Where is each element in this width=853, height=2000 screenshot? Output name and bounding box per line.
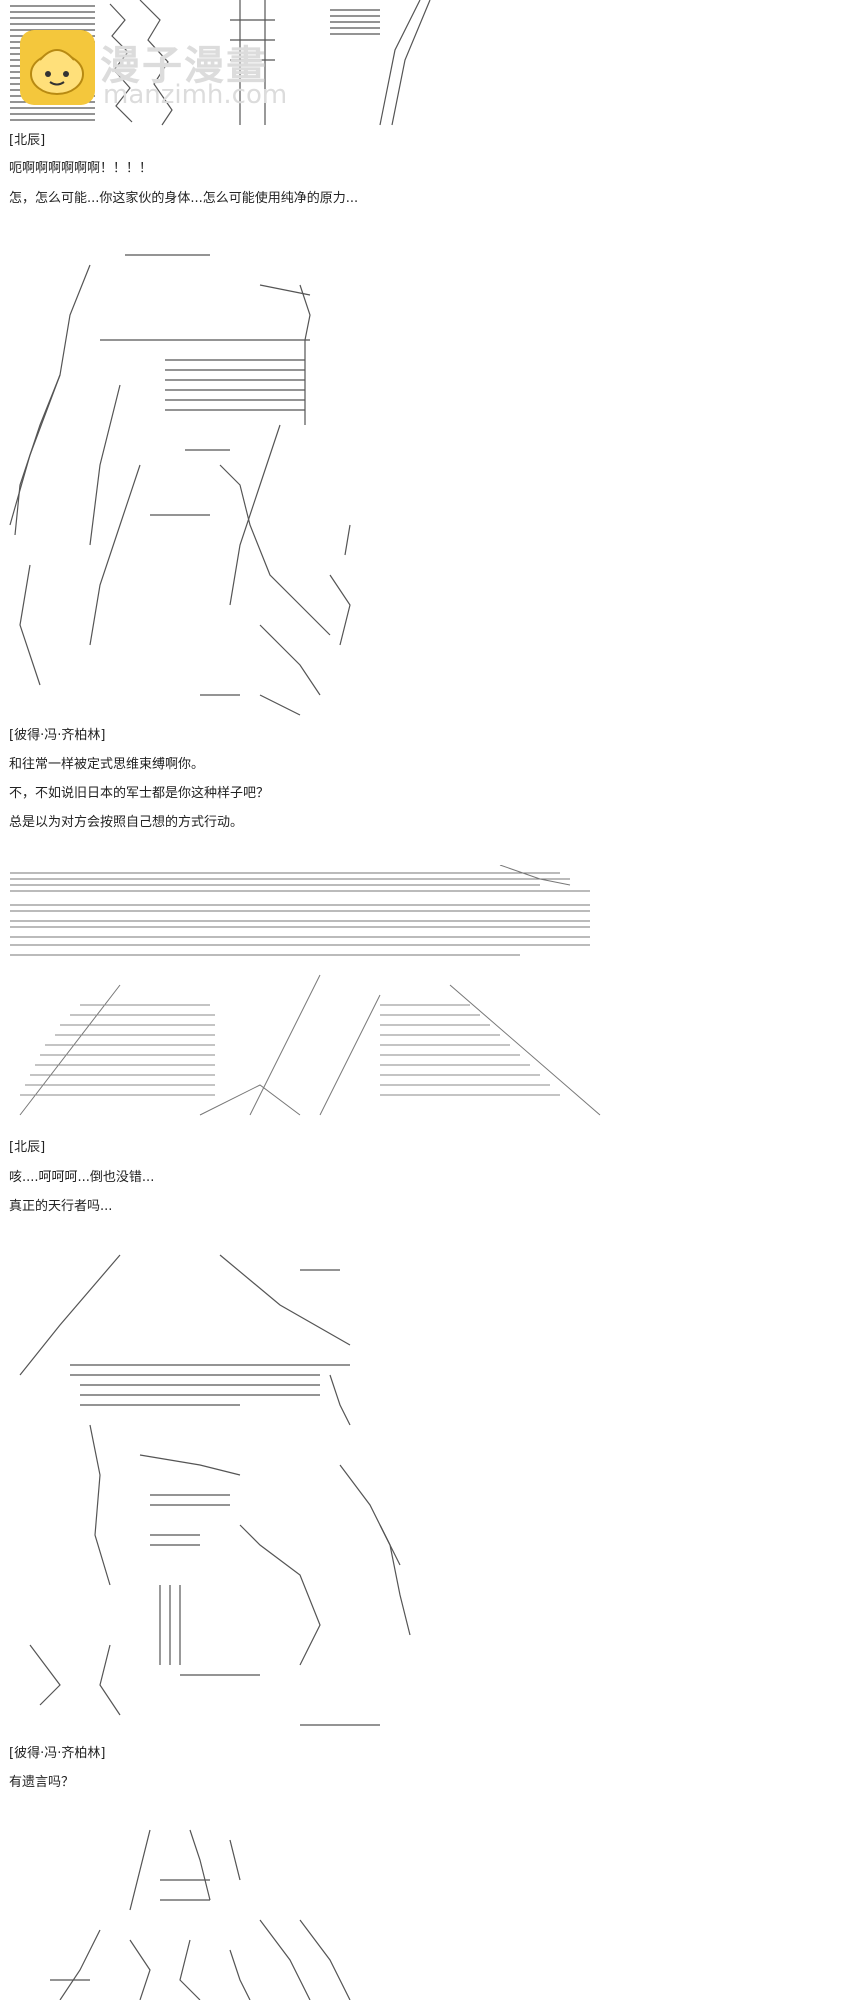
dialogue-line: 总是以为对方会按照自己想的方式行动。 (9, 815, 244, 830)
dialogue-line: 怎，怎么可能...你这家伙的身体...怎么可能使用纯净的原力... (9, 191, 359, 206)
dialogue-line: 真正的天行者吗... (9, 1199, 113, 1214)
ascii-art-panel-4 (19, 1254, 411, 1726)
dialogue-line: 呃啊啊啊啊啊啊！！！！ (9, 161, 153, 176)
dialogue-line: 不，不如说旧日本的军士都是你这种样子吧？ (9, 786, 270, 801)
dialogue-line: 咳....呵呵呵...倒也没错... (9, 1170, 155, 1185)
speaker-label: [彼得·冯·齐柏林] (9, 1746, 106, 1761)
dialogue-line: 有遗言吗？ (9, 1775, 75, 1790)
speaker-label: [北辰] (9, 1140, 46, 1155)
ascii-art-panel-2 (9, 254, 351, 716)
watermark-logo-icon (20, 30, 95, 105)
speaker-label: [北辰] (9, 133, 46, 148)
ascii-art-panel-3 (10, 865, 601, 1116)
dialogue-line: 和往常一样被定式思维束缚啊你。 (9, 757, 205, 772)
watermark-url: manzimh.com (103, 80, 288, 110)
speaker-label: [彼得·冯·齐柏林] (9, 728, 106, 743)
watermark-name: 漫子漫畫 (100, 43, 268, 89)
ascii-art-panel-5 (50, 1829, 351, 2000)
